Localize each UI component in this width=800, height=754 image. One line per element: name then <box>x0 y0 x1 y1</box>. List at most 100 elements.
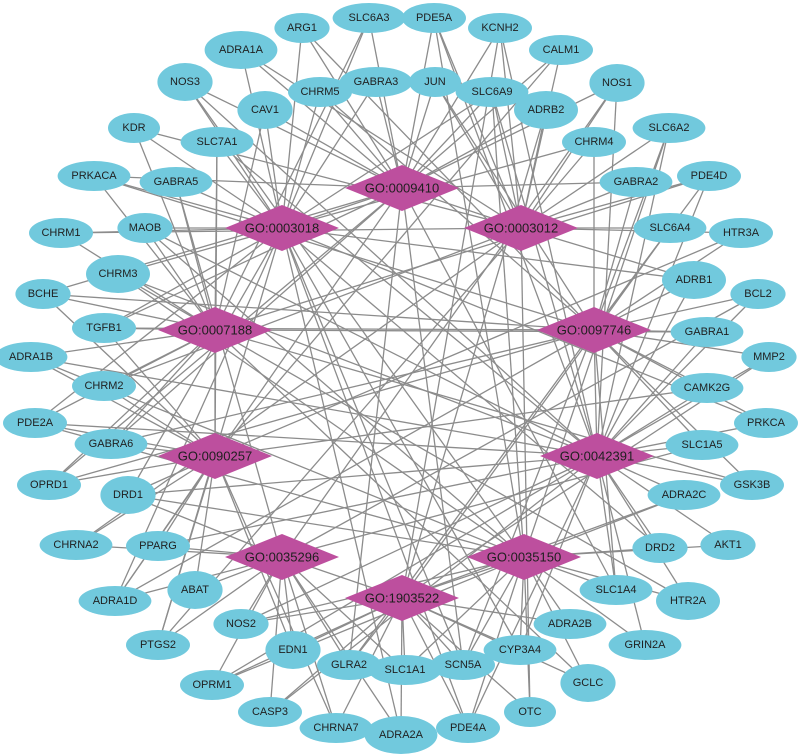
gene-node[interactable]: CASP3 <box>238 697 302 727</box>
gene-node[interactable]: GABRA3 <box>339 67 413 97</box>
gene-node[interactable]: PRKCA <box>734 408 798 438</box>
gene-node[interactable]: PTGS2 <box>126 630 190 660</box>
gene-node-shape <box>108 113 160 143</box>
gene-node[interactable]: ADRA1B <box>0 342 68 372</box>
gene-node[interactable]: HTR2A <box>656 582 720 620</box>
gene-node[interactable]: HTR3A <box>709 218 773 248</box>
gene-node[interactable]: PRKACA <box>57 161 131 191</box>
gene-node[interactable]: PDE4A <box>436 713 500 743</box>
gene-node[interactable]: CHRM3 <box>86 255 150 293</box>
gene-node-label: ADRA2B <box>548 618 592 630</box>
gene-node[interactable]: AKT1 <box>700 530 756 560</box>
gene-node-label: PDE4A <box>450 722 487 734</box>
gene-node-label: CALM1 <box>543 44 580 56</box>
gene-node[interactable]: DRD1 <box>100 476 156 514</box>
gene-node-shape <box>709 218 773 248</box>
go-term-node[interactable]: GO:0003012 <box>464 205 578 251</box>
gene-node[interactable]: KDR <box>108 113 160 143</box>
gene-node[interactable]: CALM1 <box>529 35 593 65</box>
gene-node[interactable]: MMP2 <box>741 342 797 372</box>
gene-node[interactable]: PDE4D <box>677 161 741 191</box>
edge <box>596 455 646 646</box>
go-term-node[interactable]: GO:0007188 <box>158 307 272 353</box>
gene-node[interactable]: MAOB <box>117 213 173 243</box>
gene-node[interactable]: SLC7A1 <box>180 127 254 157</box>
gene-node[interactable]: TGFB1 <box>72 313 136 343</box>
gene-node[interactable]: SLC6A3 <box>332 3 406 33</box>
gene-node[interactable]: CHRM2 <box>72 371 136 401</box>
edge <box>593 329 767 424</box>
gene-node[interactable]: CHRM1 <box>29 218 93 248</box>
edge <box>30 356 216 457</box>
go-term-node[interactable]: GO:0090257 <box>158 433 272 479</box>
edge <box>593 329 703 446</box>
gene-node[interactable]: BCL2 <box>730 279 786 309</box>
gene-node[interactable]: GABRA2 <box>599 167 673 197</box>
gene-node[interactable]: ADRA1A <box>204 31 278 69</box>
gene-node-label: PDE5A <box>416 12 453 24</box>
gene-node[interactable]: GABRA5 <box>139 167 213 197</box>
gene-node-label: SLC1A1 <box>385 664 426 676</box>
gene-node[interactable]: CYP3A4 <box>483 635 557 665</box>
gene-node-label: GABRA3 <box>354 76 399 88</box>
gene-node[interactable]: GCLC <box>560 664 616 702</box>
gene-node[interactable]: SLC1A1 <box>368 655 442 685</box>
gene-node[interactable]: NOS1 <box>589 64 645 102</box>
gene-node[interactable]: SLC6A9 <box>455 77 529 107</box>
gene-node[interactable]: CHRM4 <box>562 127 626 157</box>
gene-node[interactable]: GRIN2A <box>608 630 682 660</box>
gene-node[interactable]: NOS3 <box>157 63 213 101</box>
gene-node[interactable]: JUN <box>409 67 461 97</box>
gene-node[interactable]: OTC <box>504 697 556 727</box>
gene-node[interactable]: OPRD1 <box>17 470 81 500</box>
gene-node[interactable]: ADRA1D <box>78 586 152 616</box>
gene-node[interactable]: SLC1A4 <box>579 575 653 605</box>
gene-node[interactable]: SLC1A5 <box>665 430 739 460</box>
gene-node[interactable]: GLRA2 <box>317 650 381 680</box>
gene-node[interactable]: PDE2A <box>3 408 67 438</box>
edge <box>103 227 522 387</box>
gene-node[interactable]: OPRM1 <box>180 670 244 700</box>
gene-node[interactable]: ABAT <box>167 571 223 609</box>
gene-node-shape <box>72 313 136 343</box>
gene-node-label: CHRNA7 <box>313 722 358 734</box>
gene-node[interactable]: CAMK2G <box>670 373 744 403</box>
gene-node[interactable]: CAV1 <box>237 91 293 129</box>
gene-node-shape <box>483 635 557 665</box>
gene-node[interactable]: CHRNA2 <box>39 530 113 560</box>
gene-node[interactable]: ADRB2 <box>514 91 578 129</box>
gene-node[interactable]: PPARG <box>126 531 190 561</box>
gene-node[interactable]: GABRA1 <box>670 317 744 347</box>
go-term-node[interactable]: GO:0009410 <box>345 165 459 211</box>
gene-node[interactable]: SLC6A2 <box>632 113 706 143</box>
gene-node[interactable]: ADRA2C <box>647 480 721 510</box>
edge <box>520 82 618 229</box>
gene-node[interactable]: BCHE <box>15 279 71 309</box>
gene-node[interactable]: EDN1 <box>265 631 321 669</box>
gene-node[interactable]: ADRA2A <box>364 716 438 754</box>
go-term-node[interactable]: GO:0035296 <box>225 534 339 580</box>
gene-node-shape <box>514 91 578 129</box>
gene-node[interactable]: ADRB1 <box>662 261 726 299</box>
gene-node[interactable]: KCNH2 <box>468 13 532 43</box>
go-term-node[interactable]: GO:0042391 <box>540 433 654 479</box>
go-term-node[interactable]: GO:1903522 <box>345 575 459 621</box>
gene-node[interactable]: PDE5A <box>402 3 466 33</box>
go-term-node[interactable]: GO:0097746 <box>537 307 651 353</box>
gene-node-label: KDR <box>122 122 145 134</box>
gene-node[interactable]: GABRA6 <box>74 429 148 459</box>
gene-node[interactable]: ADRA2B <box>533 609 607 639</box>
gene-node[interactable]: ARG1 <box>274 13 330 43</box>
gene-node[interactable]: SCN5A <box>431 650 495 680</box>
gene-node-shape <box>533 609 607 639</box>
go-term-node[interactable]: GO:0035150 <box>467 534 581 580</box>
gene-node[interactable]: NOS2 <box>213 609 269 639</box>
gene-node[interactable]: CHRM5 <box>288 77 352 107</box>
gene-node[interactable]: DRD2 <box>632 533 688 563</box>
gene-node[interactable]: CHRNA7 <box>299 713 373 743</box>
gene-node[interactable]: GSK3B <box>720 470 784 500</box>
gene-node[interactable]: SLC6A4 <box>633 213 707 243</box>
gene-node-label: HTR3A <box>723 227 760 239</box>
go-term-node[interactable]: GO:0003018 <box>225 205 339 251</box>
gene-node-label: PTGS2 <box>140 639 176 651</box>
